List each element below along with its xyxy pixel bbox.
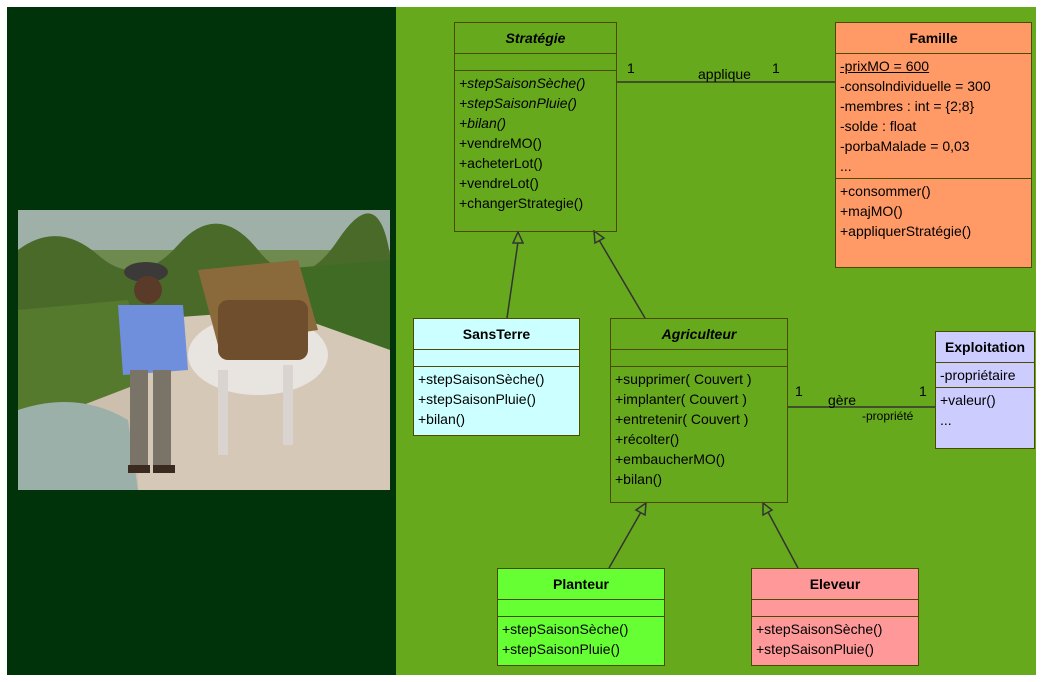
method: +majMO() [840,203,903,219]
applique-mult-left: 1 [627,60,635,76]
inheritance-agriculteur-line [598,239,646,319]
attributes-section: -prixMO = 600 -consolndividuelle = 300 -… [836,54,1031,179]
attribute: ... [840,158,852,174]
class-name: Stratégie [455,23,616,54]
method: +bilan() [459,115,507,131]
attributes-section [611,350,787,367]
method: +stepSaisonSèche() [756,621,883,637]
applique-mult-right: 1 [772,60,780,76]
method: +consommer() [840,183,931,199]
method: +entretenir( Couvert ) [615,411,749,427]
class-agriculteur[interactable]: Agriculteur +supprimer( Couvert ) +impla… [610,318,788,503]
attributes-section [414,350,579,367]
method: +acheterLot() [459,155,543,171]
method: +embaucherMO() [615,451,726,467]
gere-label: gère [828,392,857,408]
method: +vendreMO() [459,135,542,151]
method: +bilan() [418,411,466,427]
attributes-section [752,600,918,617]
attributes-section [498,600,664,617]
applique-label: applique [698,66,751,82]
method: +appliquerStratégie() [840,223,972,239]
method: +récolter() [615,431,680,447]
attributes-section [455,54,616,71]
method: +vendreLot() [459,175,539,191]
method: +stepSaisonPluie() [756,641,874,657]
method: +supprimer( Couvert ) [615,371,752,387]
inheritance-eleveur-line [767,511,799,569]
class-name: Agriculteur [611,319,787,350]
methods-section: +stepSaisonSèche() +stepSaisonPluie() +b… [455,71,616,215]
method: +stepSaisonSèche() [459,75,586,91]
method: +stepSaisonPluie() [502,641,620,657]
method: +stepSaisonPluie() [418,391,536,407]
gere-mult-left: 1 [795,383,803,399]
methods-section: +stepSaisonSèche() +stepSaisonPluie() [752,617,918,661]
methods-section: +valeur() ... [936,388,1034,432]
inheritance-arrow-planteur [634,501,647,517]
attribute: -prixMO = 600 [840,58,930,74]
method: +valeur() [940,392,996,408]
method: +stepSaisonSèche() [418,371,545,387]
methods-section: +supprimer( Couvert ) +implanter( Couver… [611,367,787,491]
method: +bilan() [615,471,663,487]
inheritance-planteur-line [608,511,642,569]
class-sansterre[interactable]: SansTerre +stepSaisonSèche() +stepSaison… [413,318,580,436]
attribute: -porbaMalade = 0,03 [840,138,970,154]
inheritance-arrow-sansterre [511,230,525,244]
method: +stepSaisonPluie() [459,95,577,111]
inheritance-arrow-eleveur [762,501,774,517]
class-exploitation[interactable]: Exploitation -propriétaire +valeur() ... [935,331,1035,449]
class-eleveur[interactable]: Eleveur +stepSaisonSèche() +stepSaisonPl… [751,568,919,666]
class-strategie[interactable]: Stratégie +stepSaisonSèche() +stepSaison… [454,22,617,232]
farmer-with-horse-photo [18,210,390,490]
attribute: -consolndividuelle = 300 [840,78,991,94]
class-name: SansTerre [414,319,579,350]
inheritance-sansterre-line [506,241,519,319]
gere-mult-right: 1 [919,383,927,399]
gere-role: -propriété [862,409,914,423]
method: ... [940,412,952,428]
attribute: -propriétaire [940,367,1016,383]
attribute: -solde : float [840,118,917,134]
methods-section: +consommer() +majMO() +appliquerStratégi… [836,179,1031,243]
class-planteur[interactable]: Planteur +stepSaisonSèche() +stepSaisonP… [497,568,665,666]
class-famille[interactable]: Famille -prixMO = 600 -consolndividuelle… [835,22,1032,268]
method: +stepSaisonSèche() [502,621,629,637]
methods-section: +stepSaisonSèche() +stepSaisonPluie() [498,617,664,661]
class-name: Famille [836,23,1031,54]
method: +implanter( Couvert ) [615,391,747,407]
class-name: Planteur [498,569,664,600]
methods-section: +stepSaisonSèche() +stepSaisonPluie() +b… [414,367,579,431]
class-name: Eleveur [752,569,918,600]
attributes-section: -propriétaire [936,363,1034,388]
class-name: Exploitation [936,332,1034,363]
attribute: -membres : int = {2;8} [840,98,975,114]
inheritance-arrow-agriculteur [593,229,606,245]
method: +changerStrategie() [459,195,584,211]
